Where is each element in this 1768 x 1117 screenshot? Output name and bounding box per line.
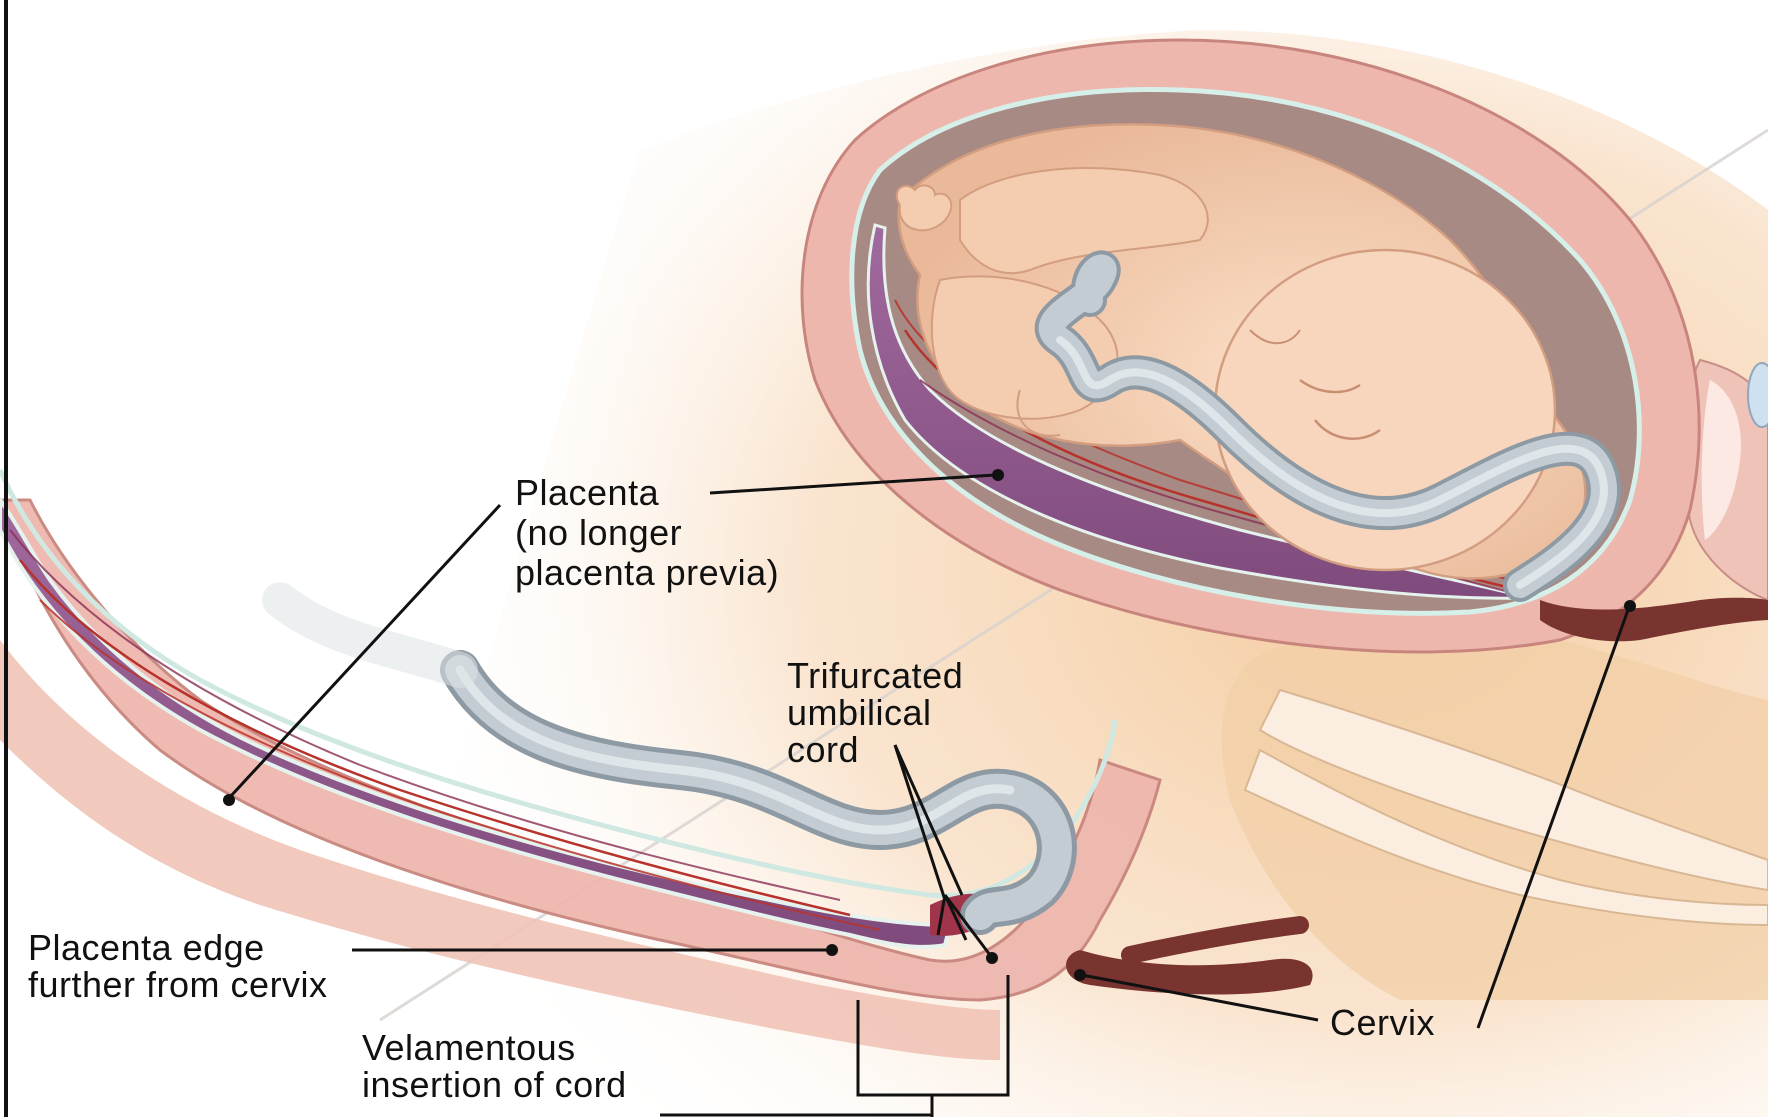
placenta-edge-dot [826, 944, 838, 956]
placenta-edge-label-line-2: further from cervix [28, 964, 328, 1005]
trifurcated-label-line-1: Trifurcated [787, 655, 963, 696]
cervix-dot-upper [1624, 600, 1636, 612]
trifurcated-label-line-3: cord [787, 729, 859, 770]
placenta-label-line-2: (no longer [515, 512, 682, 553]
cervix-dot-lower [1074, 969, 1086, 981]
trifurcated-dot [986, 952, 998, 964]
cervix-label: Cervix [1330, 1002, 1435, 1043]
placenta-dot-upper [992, 469, 1004, 481]
trifurcated-label-line-2: umbilical [787, 692, 932, 733]
placenta-edge-label-line-1: Placenta edge [28, 927, 265, 968]
placenta-dot-lower [223, 794, 235, 806]
placenta-label-line-3: placenta previa) [515, 552, 779, 593]
velamentous-label-line-1: Velamentous [362, 1027, 576, 1068]
placenta-label-line-1: Placenta [515, 472, 660, 513]
velamentous-label-line-2: insertion of cord [362, 1064, 627, 1105]
